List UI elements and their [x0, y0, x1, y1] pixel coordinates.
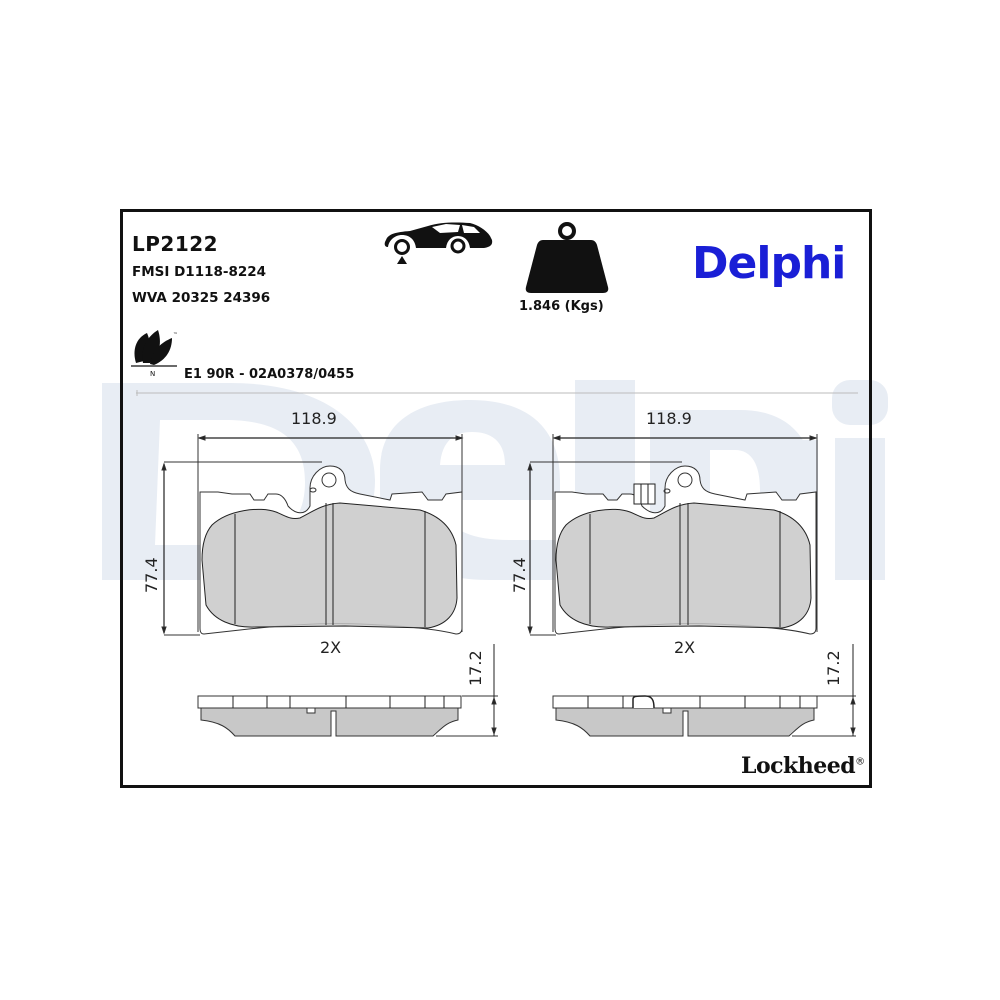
- right-height-dimension: 77.4: [510, 557, 529, 593]
- lockheed-text: Lockheed: [741, 753, 856, 779]
- left-height-dimension: 77.4: [142, 557, 161, 593]
- part-number: LP2122: [132, 232, 219, 256]
- delphi-logo: Delphi: [692, 238, 846, 289]
- registered-mark: ®: [855, 756, 865, 768]
- left-width-dimension: 118.9: [291, 409, 337, 428]
- right-quantity: 2X: [674, 638, 696, 657]
- spec-sheet-frame: [120, 209, 872, 788]
- left-quantity: 2X: [320, 638, 342, 657]
- weight-value: 1.846 (Kgs): [519, 299, 604, 314]
- lockheed-logo: Lockheed®: [741, 753, 865, 779]
- right-thickness-dimension: 17.2: [824, 650, 843, 686]
- approval-code: E1 90R - 02A0378/0455: [184, 367, 355, 382]
- left-thickness-dimension: 17.2: [466, 650, 485, 686]
- wva-code: WVA 20325 24396: [132, 290, 271, 306]
- right-width-dimension: 118.9: [646, 409, 692, 428]
- fmsi-code: FMSI D1118-8224: [132, 264, 267, 280]
